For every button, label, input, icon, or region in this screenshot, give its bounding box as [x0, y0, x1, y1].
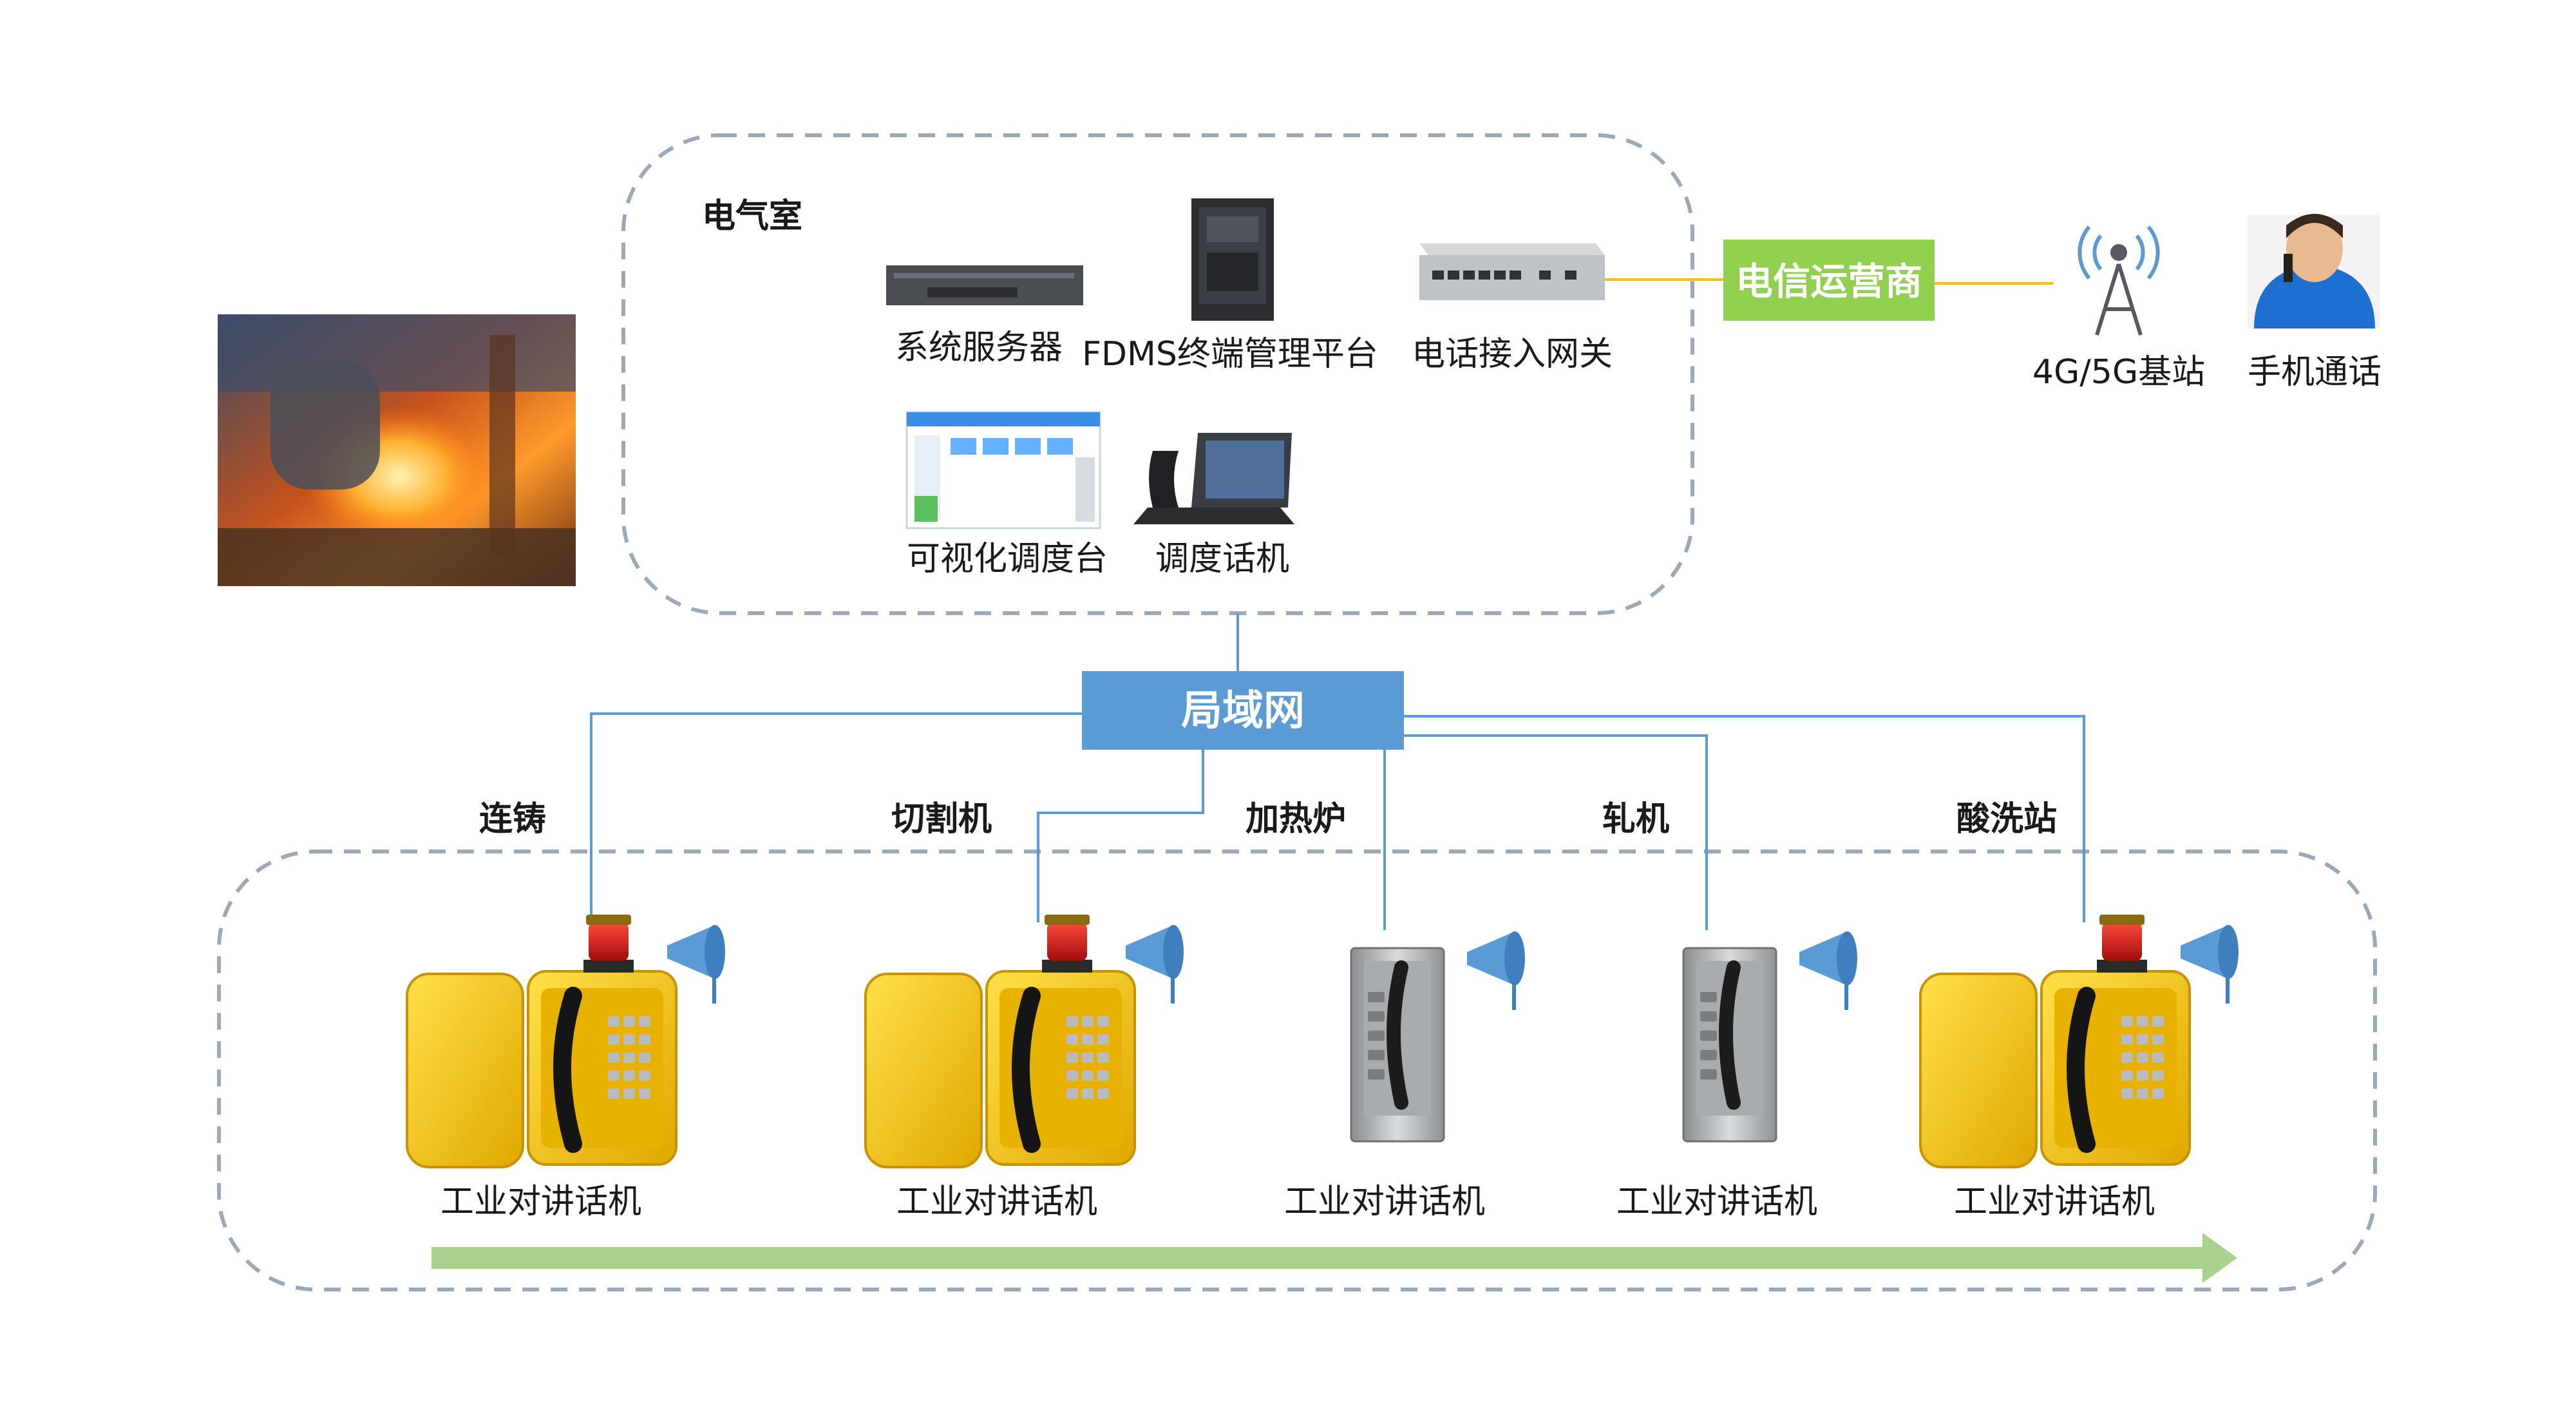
industrial-intercom-phone	[864, 915, 1184, 1168]
electrical-room-border	[621, 133, 1694, 615]
horn-speaker-icon	[1467, 931, 1525, 1010]
flow-arrow	[431, 1233, 2237, 1283]
industrial-intercom-phone	[1919, 915, 2239, 1168]
device-label-desk-phone: 调度话机	[1155, 540, 1290, 578]
steel-mill-photo	[218, 314, 576, 586]
device-label-gateway: 电话接入网关	[1411, 335, 1613, 374]
carrier-box	[1723, 240, 1935, 321]
lan-label: 局域网	[1181, 687, 1305, 735]
carrier-label: 电信运营商	[1735, 260, 1923, 303]
device-label: 工业对讲话机	[440, 1183, 642, 1221]
network-lines	[590, 613, 2085, 930]
rack-server-icon	[886, 265, 1083, 305]
electrical-room-title: 电气室	[702, 197, 803, 236]
horn-speaker-icon	[667, 925, 725, 1004]
device-label: 工业对讲话机	[896, 1183, 1098, 1221]
mobile-user-icon	[2248, 214, 2380, 328]
industrial-intercom-phone	[1682, 931, 1857, 1143]
horn-speaker-icon	[1126, 925, 1184, 1004]
cell-tower-icon	[2078, 225, 2160, 336]
device-label: 工业对讲话机	[1283, 1183, 1486, 1221]
station-name: 加热炉	[1245, 800, 1347, 839]
field-area-border	[217, 850, 2377, 1291]
horn-speaker-icon	[2181, 925, 2239, 1004]
desk-phone-icon	[1133, 433, 1294, 524]
mobile-call-label: 手机通话	[2247, 353, 2382, 392]
device-label-console: 可视化调度台	[906, 540, 1108, 578]
dispatch-console-icon	[905, 411, 1101, 529]
device-label: 工业对讲话机	[1616, 1183, 1818, 1221]
device-label: 工业对讲话机	[1953, 1183, 2155, 1221]
horn-speaker-icon	[1799, 931, 1857, 1010]
station-name: 连铸	[478, 800, 547, 839]
tower-server-icon	[1191, 198, 1274, 321]
device-label-server: 系统服务器	[895, 328, 1063, 367]
lan-box	[1082, 671, 1404, 750]
base-station-label: 4G/5G基站	[2032, 353, 2206, 392]
gateway-switch-icon	[1419, 243, 1605, 300]
station-name: 酸洗站	[1956, 800, 2058, 839]
carrier-lines	[1602, 278, 2053, 285]
device-label-fdms: FDMS终端管理平台	[1082, 335, 1378, 374]
industrial-intercom-phone	[1350, 931, 1525, 1143]
station-name: 轧机	[1602, 800, 1670, 839]
industrial-intercom-phone	[406, 915, 725, 1168]
station-name: 切割机	[891, 800, 992, 839]
